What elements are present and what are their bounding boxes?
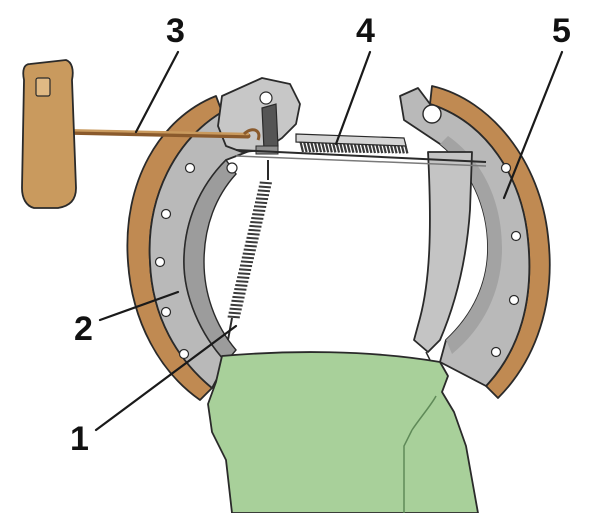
diagonal-spring-coil [254, 201, 268, 205]
diagonal-spring-coil [229, 307, 242, 311]
diagonal-spring-coil [236, 280, 249, 283]
diagonal-spring-coil [247, 232, 260, 236]
diagonal-spring-coil [257, 189, 271, 193]
callout-4: 4 [356, 12, 375, 50]
diagonal-spring-coil [243, 248, 256, 252]
diagonal-spring-coil [241, 256, 255, 260]
diagonal-spring-coil [259, 181, 272, 185]
callout-1: 1 [70, 420, 89, 458]
diagonal-spring-coil [253, 205, 267, 209]
adjuster-plate [217, 77, 301, 155]
diagonal-spring-coil [242, 252, 255, 256]
diagonal-spring-coil [231, 299, 244, 303]
spring-removal-tool [21, 59, 261, 209]
wheel-hub-cover [207, 351, 479, 513]
diagonal-spring-coil [249, 224, 262, 228]
diagonal-spring-coil [238, 268, 252, 272]
diagonal-spring-coil [256, 193, 270, 197]
callout-2: 2 [74, 310, 93, 348]
diagonal-spring-coil [230, 303, 243, 307]
diagonal-spring-coil [232, 295, 245, 299]
diagonal-spring-coil [244, 244, 257, 248]
diagonal-spring-coil [237, 272, 251, 276]
diagonal-spring-coil [253, 209, 266, 212]
diagonal-spring-coil [227, 315, 240, 319]
diagonal-spring-coil [233, 291, 246, 295]
diagonal-spring-coil [245, 240, 258, 244]
diagonal-spring-coil [235, 284, 248, 287]
diagonal-spring-coil [228, 311, 241, 315]
diagonal-spring [227, 160, 272, 341]
leader-lines [94, 50, 564, 432]
diagonal-spring-coil [234, 287, 247, 291]
diagonal-spring-coil [239, 264, 253, 268]
leader-2 [98, 290, 180, 322]
diagonal-spring-coil [237, 276, 250, 279]
diagonal-spring-coil [246, 236, 259, 240]
diagonal-spring-coil [255, 197, 269, 201]
left-brake-shoe [148, 111, 253, 389]
callout-labels: 1 2 3 4 5 [70, 12, 571, 458]
leader-1 [94, 324, 238, 432]
diagonal-spring-coil [248, 228, 261, 232]
diagonal-spring-coil [240, 260, 254, 264]
diagonal-spring-coil [258, 185, 271, 189]
leader-4 [334, 50, 372, 146]
diagonal-spring-coil [251, 217, 264, 220]
upper-spring-assembly [235, 133, 487, 167]
callout-5: 5 [552, 12, 571, 50]
diagonal-spring-coil [250, 220, 263, 224]
diagonal-spring-coil [252, 213, 265, 216]
parking-brake-lever [413, 151, 473, 361]
callout-3: 3 [166, 12, 185, 50]
leader-5 [502, 50, 564, 200]
leader-3 [134, 50, 180, 134]
